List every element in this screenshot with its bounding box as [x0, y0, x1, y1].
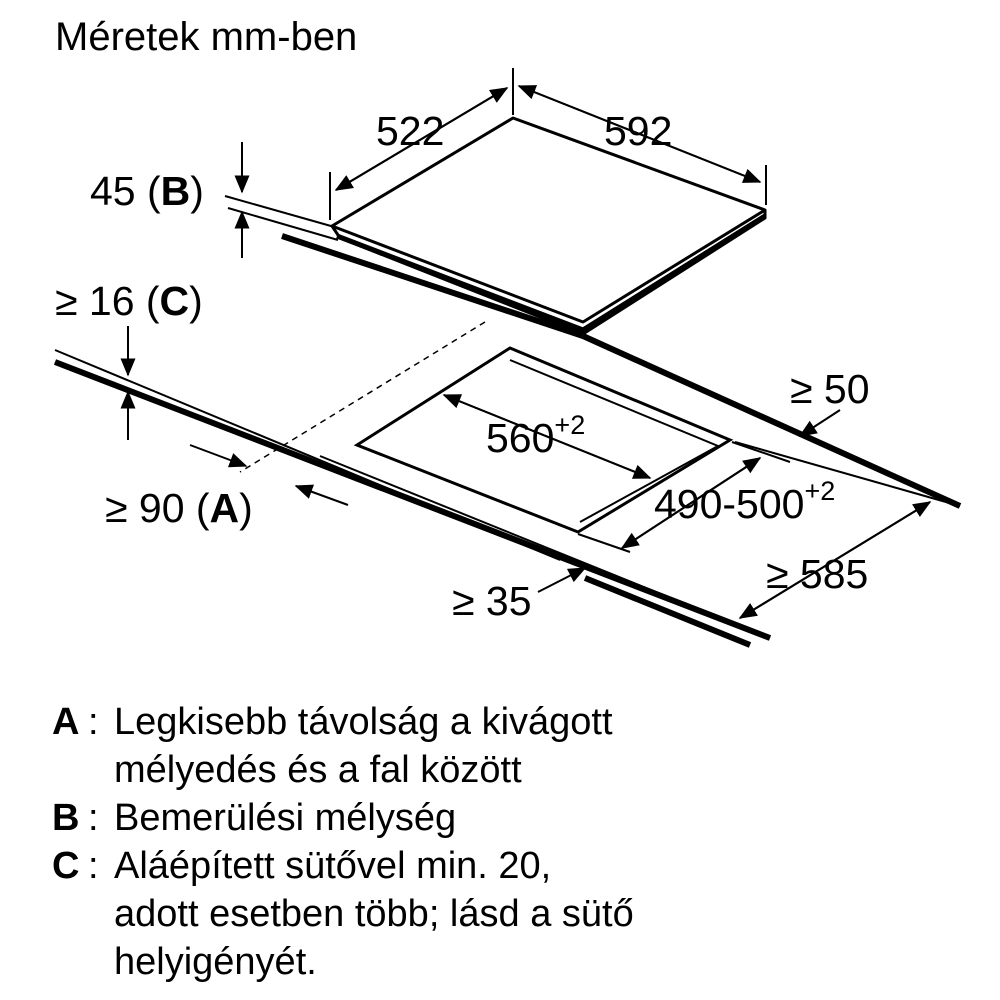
- legend-colon: :: [88, 797, 99, 839]
- label-585: ≥ 585: [766, 551, 868, 597]
- worktop-rear-line: [581, 333, 962, 509]
- legend: A : Legkisebb távolság a kivágott mélyed…: [52, 698, 952, 986]
- cutout-outline: [353, 346, 734, 534]
- worktop-top-surface: [53, 359, 772, 641]
- cutout-inner-edge: [509, 359, 721, 523]
- hob-top-surface: [330, 116, 767, 324]
- legend-colon: :: [88, 845, 99, 887]
- legend-item-b: B : Bemerülési mélység: [52, 794, 952, 842]
- legend-text: Legkisebb távolság a kivágott mélyedés é…: [114, 701, 613, 791]
- worktop-right-edge: [734, 441, 961, 507]
- label-560: 560+2: [486, 410, 585, 461]
- label-16-c: ≥ 16 (C): [55, 278, 203, 324]
- legend-text: Aláépített sütővel min. 20, adott esetbe…: [114, 845, 634, 983]
- hob: [281, 116, 767, 339]
- legend-colon: :: [88, 701, 99, 743]
- worktop-front-right: [583, 575, 752, 648]
- label-90-a: ≥ 90 (A): [105, 485, 253, 531]
- dim-90: [189, 444, 248, 468]
- worktop-front-edge: [319, 455, 771, 639]
- legend-item-c: C : Aláépített sütővel min. 20, adott es…: [52, 842, 952, 986]
- diagram-title: Méretek mm-ben: [55, 15, 357, 59]
- cutout: [239, 321, 734, 534]
- hob-base-line: [281, 233, 584, 339]
- dim-50: [798, 409, 841, 437]
- dim-35: [537, 567, 587, 593]
- cutout-projection: [239, 321, 486, 473]
- legend-key: B: [52, 797, 80, 839]
- legend-text: Bemerülési mélység: [114, 797, 457, 839]
- hob-edge-band: [336, 213, 767, 333]
- legend-key: A: [52, 701, 80, 743]
- label-35: ≥ 35: [452, 578, 532, 624]
- label-522: 522: [376, 108, 444, 154]
- label-45-b: 45 (B): [90, 168, 204, 214]
- label-490-500: 490-500+2: [654, 476, 835, 527]
- worktop: [53, 333, 962, 648]
- label-592: 592: [604, 108, 672, 154]
- legend-key: C: [52, 845, 80, 887]
- label-50: ≥ 50: [790, 366, 870, 412]
- dimension-lines: [120, 68, 932, 619]
- legend-item-a: A : Legkisebb távolság a kivágott mélyed…: [52, 698, 952, 794]
